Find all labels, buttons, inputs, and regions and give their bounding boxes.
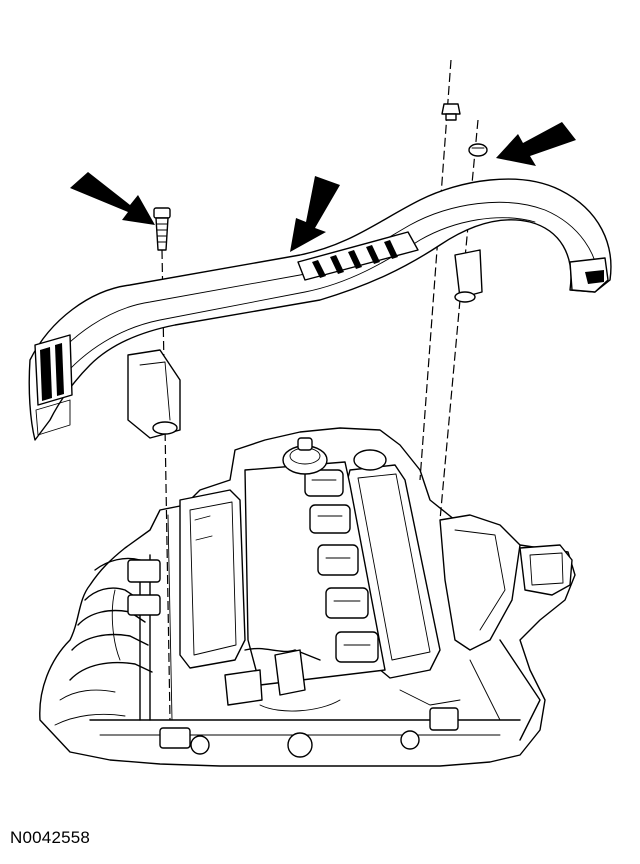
ignition-coils	[304, 469, 379, 663]
oil-filler-cap	[282, 437, 328, 475]
rear-cover-bolt	[441, 103, 461, 121]
figure-code: N0042558	[10, 828, 91, 847]
arrow-left-down-icon	[496, 122, 576, 166]
cover-left-vents	[34, 334, 73, 436]
arrow-right-down-icon	[70, 172, 155, 225]
cover-right-mount	[454, 249, 483, 303]
engine-cover	[28, 178, 612, 441]
right-cover-bolt	[468, 143, 488, 157]
cover-center-vent	[297, 231, 419, 281]
arrow-down-left-icon	[290, 176, 340, 252]
engine-assembly	[39, 427, 576, 767]
cover-left-mount	[127, 349, 181, 439]
left-cover-bolt	[153, 207, 171, 251]
